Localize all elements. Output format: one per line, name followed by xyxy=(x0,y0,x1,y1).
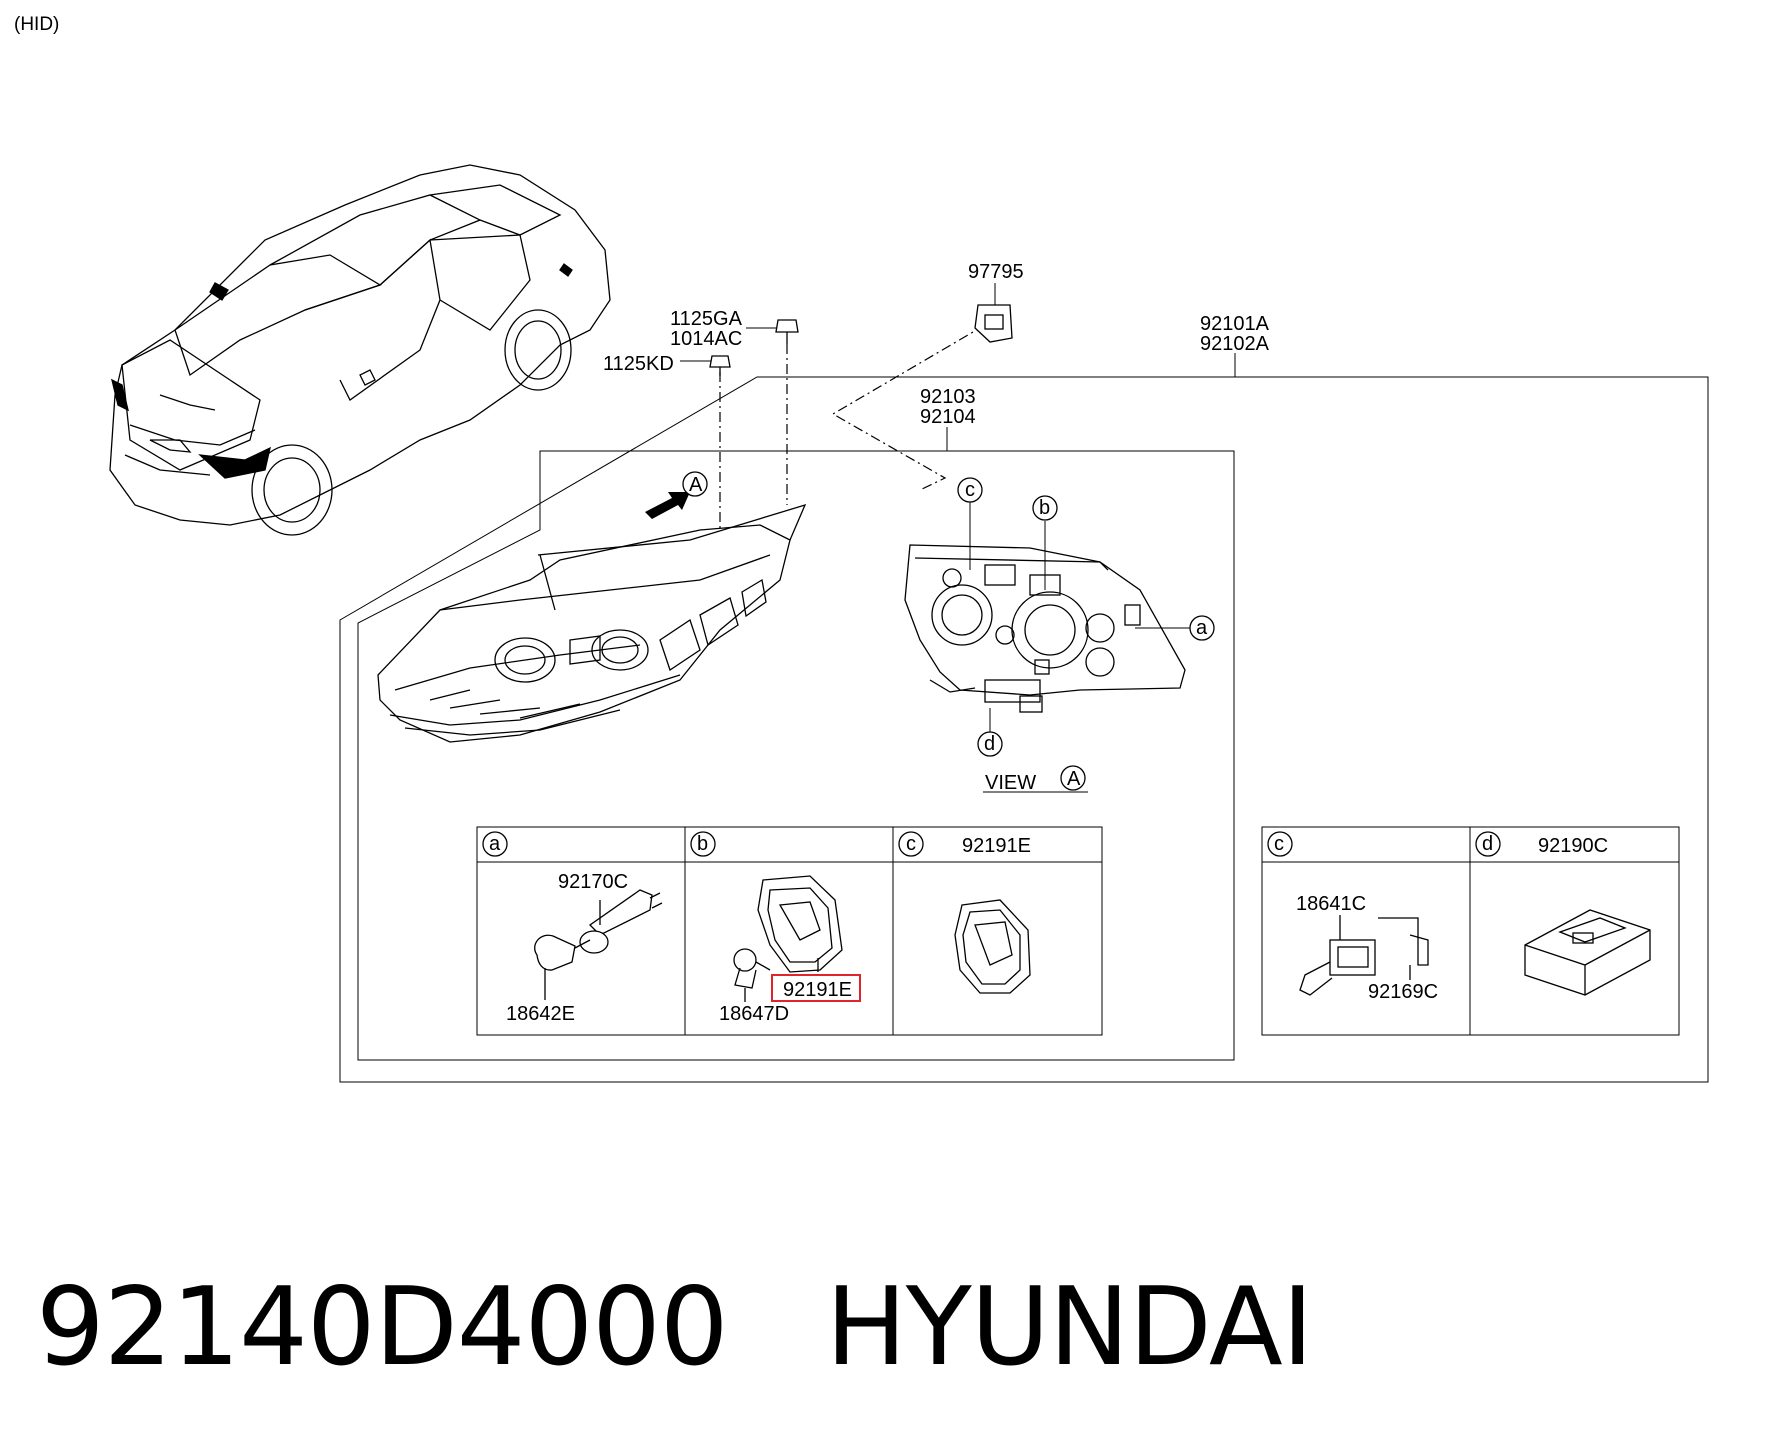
part-number: 92140D4000 xyxy=(36,1265,729,1390)
footer-caption: 92140D4000 HYUNDAI xyxy=(36,1265,1314,1390)
socket-ring-c xyxy=(954,899,1031,994)
view-label: VIEW xyxy=(985,772,1036,794)
label-92104: 92104 xyxy=(920,406,976,428)
brand-name: HYUNDAI xyxy=(825,1265,1314,1390)
box-b-letter: b xyxy=(697,833,708,855)
label-92103: 92103 xyxy=(920,386,976,408)
view-letter: A xyxy=(1067,768,1081,790)
callout-c-circle xyxy=(957,477,983,503)
box-c2-part-92169c: 92169C xyxy=(1368,981,1438,1003)
callout-c-letter: c xyxy=(965,479,975,501)
headlamp-assembly xyxy=(377,503,807,743)
box-c2-part-18641c: 18641C xyxy=(1296,893,1366,915)
bolt-1125kd xyxy=(709,355,731,376)
callout-d-letter: d xyxy=(984,733,995,755)
callout-a-letter: a xyxy=(1196,617,1208,639)
label-1014ac: 1014AC xyxy=(670,328,742,350)
car-illustration xyxy=(109,164,611,536)
box-a-part-18642e: 18642E xyxy=(506,1003,575,1025)
box-a-part-92170c: 92170C xyxy=(558,871,628,893)
ballast-d xyxy=(1524,909,1651,996)
highlight-92191e xyxy=(771,974,861,1002)
callout-b-letter: b xyxy=(1039,497,1050,519)
label-97795: 97795 xyxy=(968,261,1024,283)
box-b-part-92191e: 92191E xyxy=(783,979,852,1001)
label-92101a: 92101A xyxy=(1200,313,1270,335)
box-d-part: 92190C xyxy=(1538,835,1608,857)
box-a-letter: a xyxy=(489,833,501,855)
outer-assembly-frame xyxy=(339,376,1709,1083)
box-b-part-18647d: 18647D xyxy=(719,1003,789,1025)
detail-table-right xyxy=(1261,826,1680,1036)
bolt-1125ga xyxy=(775,319,799,344)
box-c2-letter: c xyxy=(1274,833,1284,855)
detail-table-left xyxy=(476,826,1103,1036)
view-letter-circle xyxy=(1060,765,1086,791)
arrow-letter: A xyxy=(689,474,703,496)
label-1125kd: 1125KD xyxy=(603,353,674,375)
socket-ring-b xyxy=(733,875,843,1002)
hid-bulb-c xyxy=(1299,915,1429,996)
view-arrow xyxy=(645,471,708,519)
box-c-letter: c xyxy=(906,833,916,855)
box-c-part: 92191E xyxy=(962,835,1031,857)
bulb-socket-a xyxy=(534,889,663,1000)
label-92102a: 92102A xyxy=(1200,333,1270,355)
headlamp-rear-view xyxy=(904,544,1186,713)
connector-97795 xyxy=(974,304,1013,343)
variant-label: (HID) xyxy=(14,14,60,35)
callout-b-circle xyxy=(1032,495,1058,521)
callout-d-circle xyxy=(977,731,1003,757)
box-d-letter: d xyxy=(1482,833,1493,855)
callout-a-circle xyxy=(1189,615,1215,641)
label-1125ga: 1125GA xyxy=(670,308,743,330)
